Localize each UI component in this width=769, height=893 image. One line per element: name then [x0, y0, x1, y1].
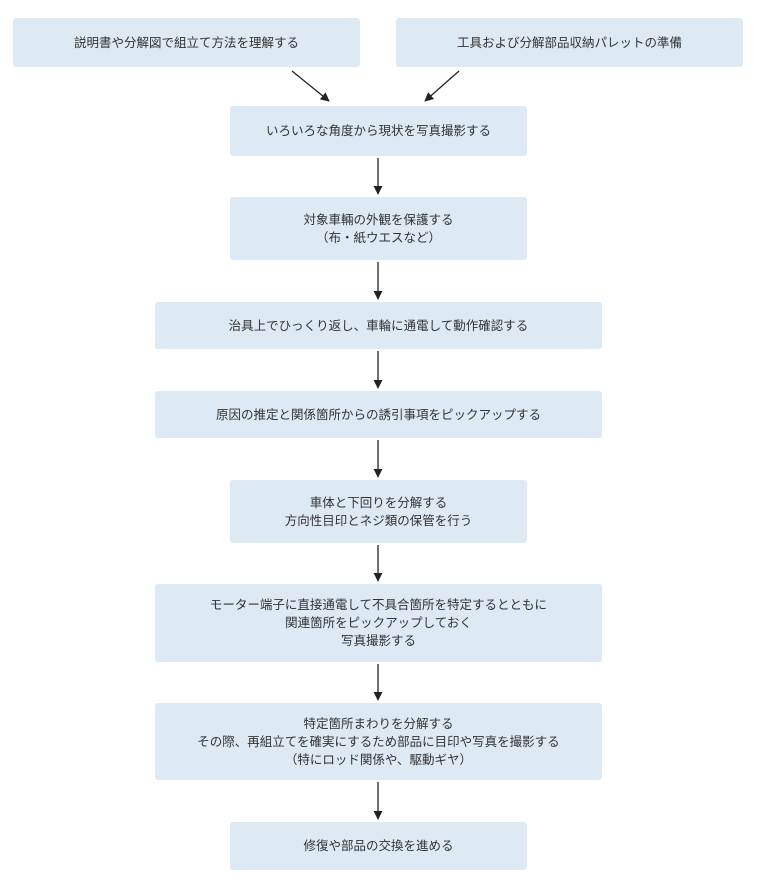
step-repair-replace: 修復や部品の交換を進める: [230, 822, 527, 870]
arrow-s2-to-s3: [424, 70, 460, 102]
step-text: 車体と下回りを分解する: [309, 494, 448, 510]
step-text: 修復や部品の交換を進める: [303, 838, 454, 853]
step-text: 関連箇所をピックアップしておく: [285, 615, 472, 630]
step-text: 工具および分解部品収納パレットの準備: [456, 34, 682, 50]
step-text: いろいろな角度から現状を写真撮影する: [265, 123, 491, 138]
step-text: 対象車輛の外観を保護する: [303, 211, 454, 227]
step-understand-assembly: 説明書や分解図で組立て方法を理解する: [13, 18, 360, 67]
step-text: モーター端子に直接通電して不具合箇所を特定するとともに: [209, 597, 548, 612]
step-prepare-tools: 工具および分解部品収納パレットの準備: [396, 18, 743, 67]
step-flip-and-test: 治具上でひっくり返し、車輪に通電して動作確認する: [155, 302, 602, 349]
step-text: 治具上でひっくり返し、車輪に通電して動作確認する: [228, 317, 529, 333]
step-text: その際、再組立てを確実にするため部品に目印や写真を撮影する: [197, 733, 560, 749]
step-protect-exterior: 対象車輛の外観を保護する （布・紙ウエスなど）: [230, 197, 527, 260]
step-text: 特定箇所まわりを分解する: [303, 715, 454, 731]
step-text: （布・紙ウエスなど）: [315, 229, 441, 245]
step-text: 方向性目印とネジ類の保管を行う: [284, 512, 473, 528]
step-text: 原因の推定と関係箇所からの誘引事項をピックアップする: [215, 406, 541, 422]
step-text: （特にロッド関係や、駆動ギヤ）: [284, 751, 473, 767]
step-identify-fault: モーター端子に直接通電して不具合箇所を特定するとともに 関連箇所をピックアップし…: [155, 584, 602, 662]
arrow-s1-to-s3: [291, 70, 330, 102]
step-text: 説明書や分解図で組立て方法を理解する: [73, 34, 299, 50]
step-disassemble-body: 車体と下回りを分解する 方向性目印とネジ類の保管を行う: [230, 480, 527, 543]
step-photograph-current-state: いろいろな角度から現状を写真撮影する: [230, 106, 527, 156]
step-disassemble-specific: 特定箇所まわりを分解する その際、再組立てを確実にするため部品に目印や写真を撮影…: [155, 703, 602, 780]
step-estimate-cause: 原因の推定と関係箇所からの誘引事項をピックアップする: [155, 391, 602, 438]
step-text: 写真撮影する: [340, 633, 416, 648]
